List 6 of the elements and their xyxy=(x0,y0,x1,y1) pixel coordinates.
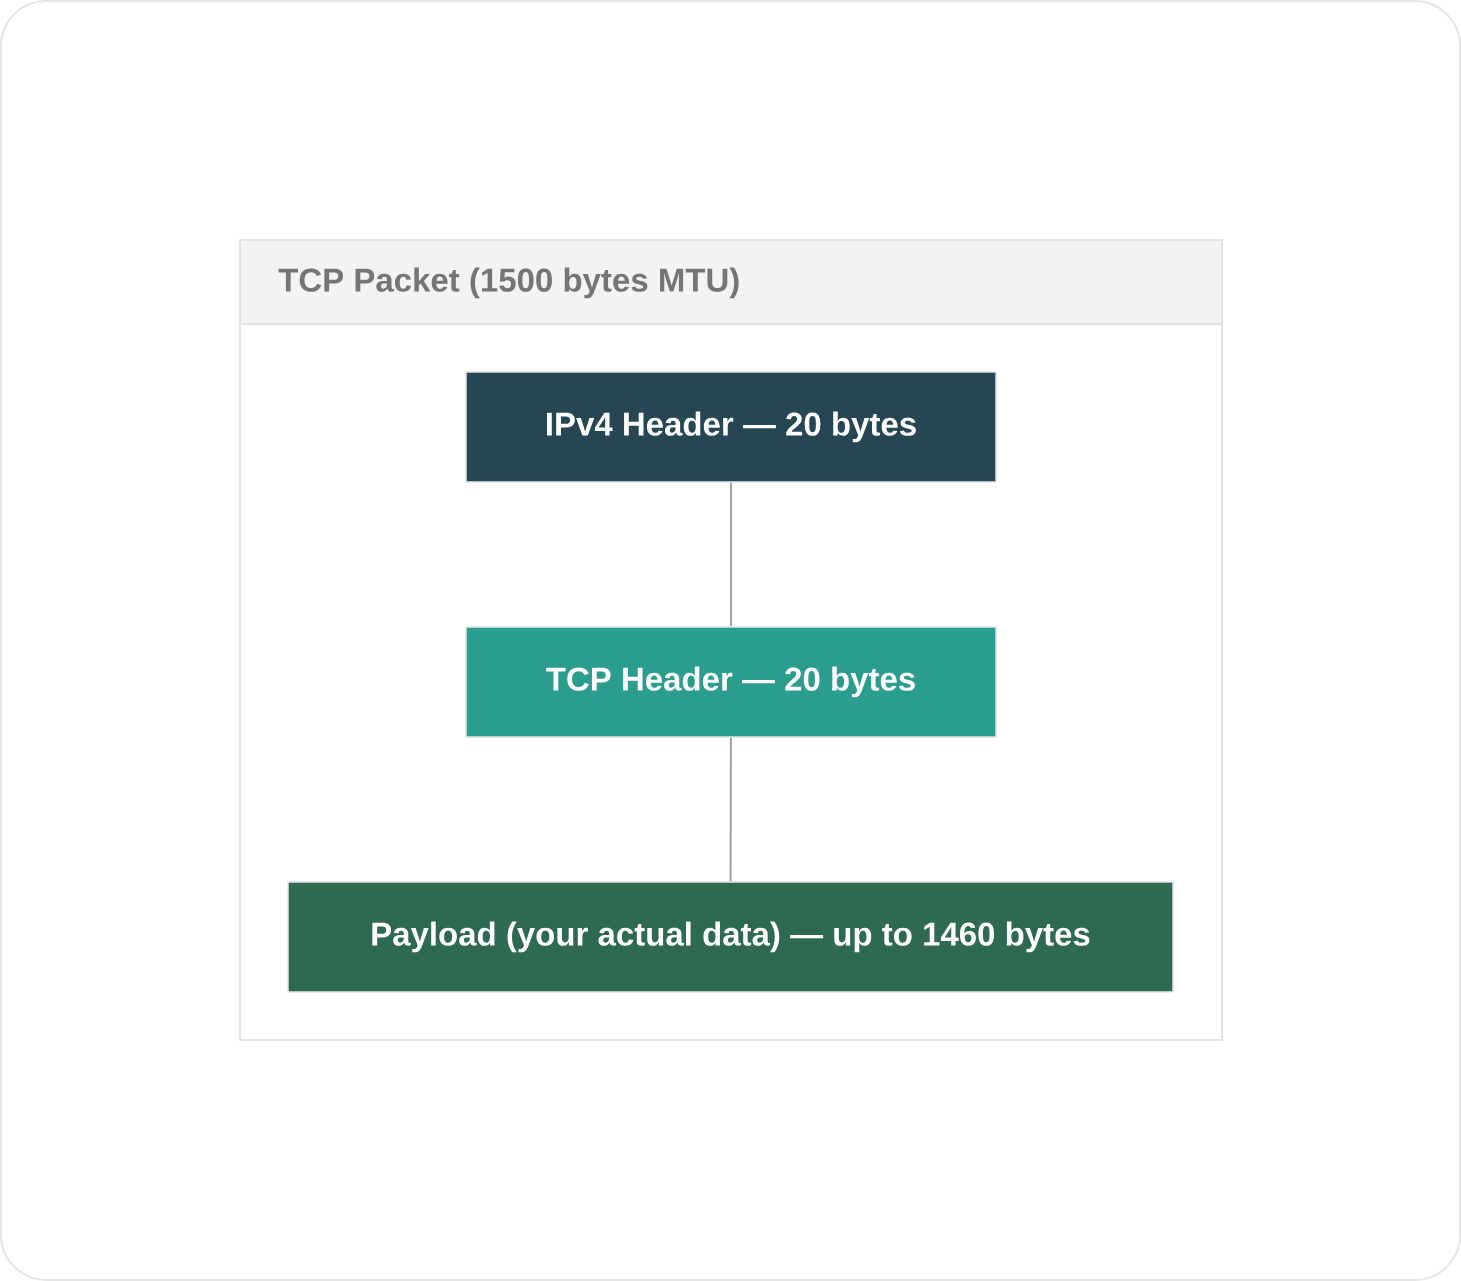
header-box: TCP Header — 20 bytes xyxy=(465,626,997,738)
header-box: Payload (your actual data) — up to 1460 bytes xyxy=(287,881,1174,993)
connector-line xyxy=(729,736,732,883)
container-title: TCP Packet (1500 bytes MTU) xyxy=(278,267,739,299)
connector-line xyxy=(730,481,732,628)
header-box: IPv4 Header — 20 bytes xyxy=(465,371,997,483)
